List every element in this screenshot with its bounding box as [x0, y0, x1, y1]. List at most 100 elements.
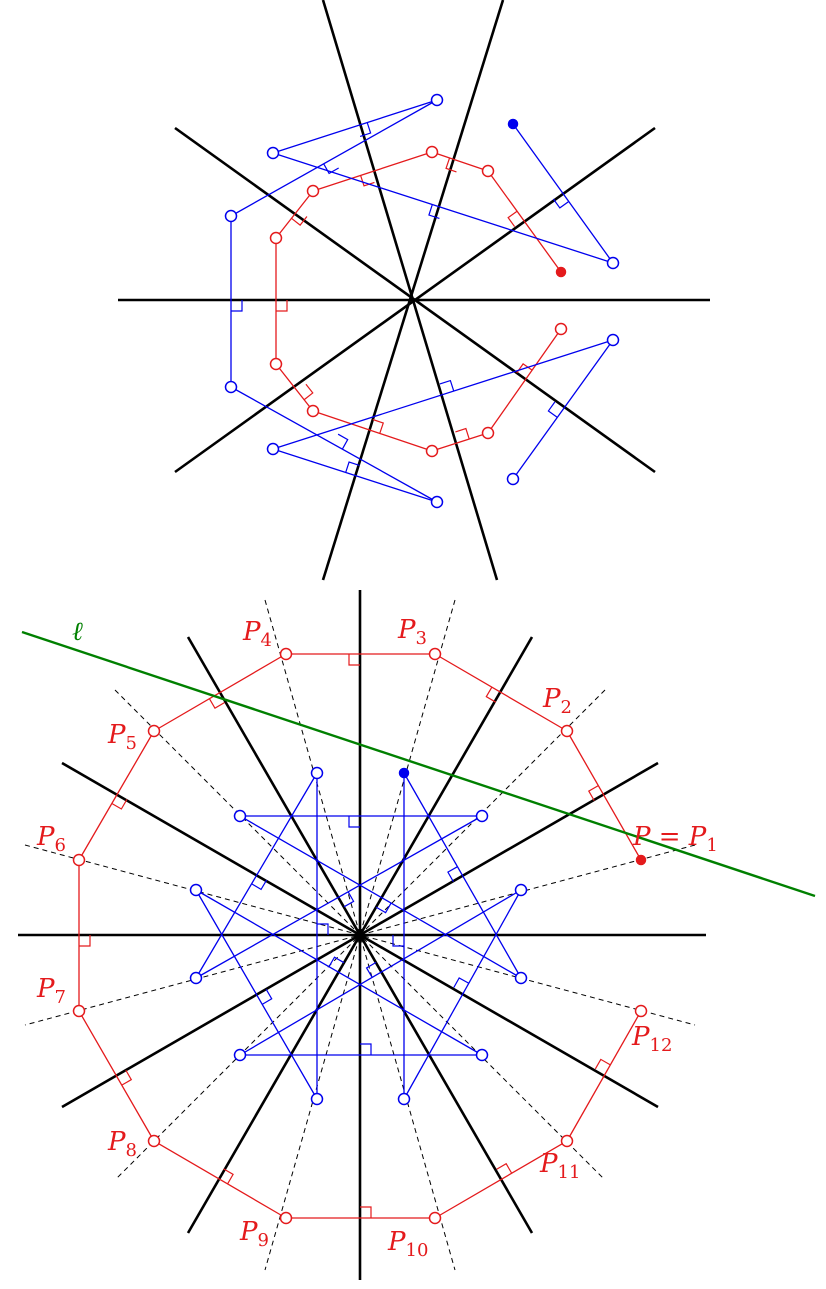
mirror-line — [174, 126, 656, 474]
right-angle-mark — [547, 401, 558, 418]
right-angle-mark — [439, 379, 455, 392]
right-angle-mark — [507, 210, 518, 227]
red-segment — [431, 432, 489, 452]
point-p5 — [147, 724, 161, 738]
label-p3: P3 — [397, 615, 427, 649]
blue-segment — [272, 339, 614, 450]
red-segment — [566, 730, 642, 861]
red-point — [306, 184, 320, 198]
right-angle-mark — [328, 956, 345, 968]
right-angle-mark — [121, 1069, 133, 1086]
red-point — [269, 357, 283, 371]
right-angle-mark — [317, 923, 329, 935]
blue-point — [475, 1048, 489, 1062]
right-angle-mark — [447, 866, 458, 883]
right-angle-mark — [552, 198, 570, 209]
red-segment — [434, 653, 568, 732]
blue-segment — [403, 772, 522, 979]
blue-point — [606, 333, 620, 347]
blue-point — [506, 472, 520, 486]
blue-point — [189, 971, 203, 985]
right-angle-mark — [223, 1168, 234, 1185]
right-angle-mark — [343, 891, 355, 908]
blue-point — [310, 766, 324, 780]
blue-segment — [195, 889, 483, 1056]
red-segment — [275, 190, 314, 239]
right-angle-mark — [360, 1206, 372, 1218]
blue-segment — [272, 152, 614, 264]
right-angle-mark — [303, 383, 314, 401]
blue-point — [606, 256, 620, 270]
blue-point — [233, 1048, 247, 1062]
blue-segment — [272, 448, 438, 503]
mirror-line — [186, 636, 534, 1234]
red-point — [306, 404, 320, 418]
right-angle-mark — [365, 961, 377, 978]
blue-point — [310, 1092, 324, 1106]
red-point — [481, 426, 495, 440]
blue-segment — [272, 99, 438, 154]
point-p3 — [428, 647, 442, 661]
right-angle-mark — [348, 654, 360, 666]
right-angle-mark — [392, 935, 404, 947]
blue-segment — [195, 772, 318, 979]
blue-segment — [195, 815, 483, 979]
label-p12: P12 — [631, 1022, 672, 1056]
red-point — [425, 444, 439, 458]
right-angle-mark — [587, 785, 599, 801]
red-segment — [434, 1140, 568, 1219]
blue-point — [266, 146, 280, 160]
label-p6: P6 — [36, 822, 66, 856]
right-angle-mark — [231, 300, 243, 312]
right-angle-mark — [261, 989, 273, 1005]
blue-point — [224, 209, 238, 223]
label-p10: P10 — [387, 1227, 428, 1261]
right-angle-mark — [428, 204, 440, 219]
red-segment — [487, 328, 562, 434]
top-figure — [118, 0, 710, 581]
red-segment — [78, 730, 155, 861]
blue-segment — [512, 339, 614, 480]
blue-point — [430, 93, 444, 107]
point-p2 — [560, 724, 574, 738]
point-p6 — [72, 853, 86, 867]
red-segment — [312, 410, 433, 452]
red-point — [269, 231, 283, 245]
blue-point — [514, 971, 528, 985]
right-angle-mark — [348, 816, 360, 828]
right-angle-mark — [360, 175, 375, 187]
label-p4: P4 — [242, 617, 272, 651]
right-angle-mark — [455, 427, 470, 440]
right-angle-mark — [291, 216, 308, 226]
right-angle-mark — [445, 157, 457, 173]
blue-point — [224, 380, 238, 394]
point-p10 — [428, 1211, 442, 1225]
red-start-point — [555, 266, 567, 278]
right-angle-mark — [359, 122, 372, 137]
red-segment — [487, 170, 562, 273]
right-angle-mark — [345, 461, 360, 473]
point-p11 — [560, 1134, 574, 1148]
right-angle-mark — [594, 1058, 611, 1070]
mirror-line — [321, 0, 499, 581]
red-point — [481, 164, 495, 178]
blue-segment — [195, 889, 318, 1100]
dashed-mirror-line — [264, 599, 456, 1271]
point-p7 — [72, 1004, 86, 1018]
red-point — [425, 145, 439, 159]
red-segment — [566, 1010, 642, 1142]
label-p8: P8 — [107, 1127, 137, 1161]
line-l — [21, 630, 816, 898]
blue-point — [266, 442, 280, 456]
point-p1 — [635, 854, 647, 866]
blue-segment — [230, 386, 438, 503]
blue-point — [189, 883, 203, 897]
label-p9: P9 — [239, 1217, 269, 1251]
blue-point — [397, 1092, 411, 1106]
right-angle-mark — [496, 1162, 513, 1174]
right-angle-mark — [485, 686, 497, 703]
right-angle-mark — [276, 300, 288, 312]
blue-point — [475, 809, 489, 823]
